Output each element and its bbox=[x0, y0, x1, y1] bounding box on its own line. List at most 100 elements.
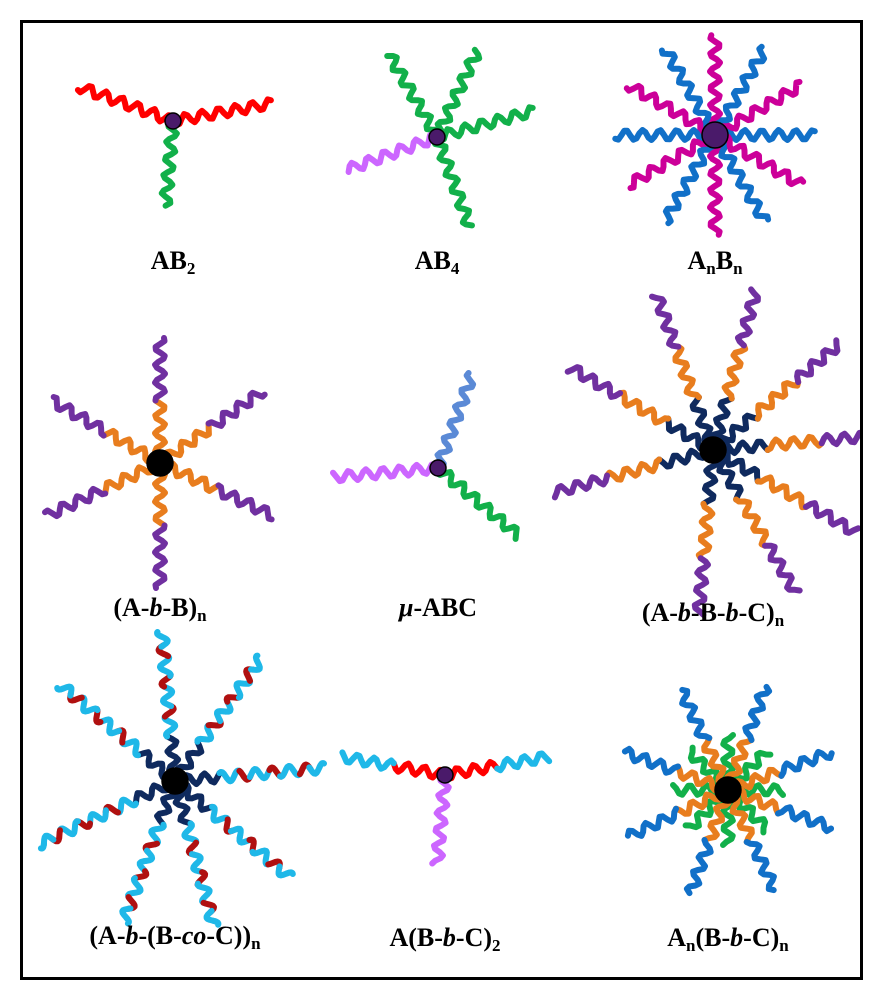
chain-muABC-arm2-seg0 bbox=[330, 460, 441, 485]
label-part: -ABC bbox=[413, 593, 478, 622]
chain-ABbC2-arm0-seg0 bbox=[390, 760, 448, 781]
label-part: b bbox=[725, 598, 739, 627]
chain-AbBn-arm0-seg1 bbox=[152, 335, 168, 404]
label-part: (A- bbox=[113, 593, 150, 622]
chain-AnBbCn-arm13-seg1 bbox=[683, 837, 714, 897]
label-part: A bbox=[687, 246, 707, 275]
label-part: 4 bbox=[450, 259, 460, 278]
chain-AbBcoCn-arm0-block10 bbox=[316, 760, 327, 771]
core-AnBn bbox=[701, 121, 729, 149]
chain-AbBbCn-arm8-seg1 bbox=[754, 474, 809, 511]
core-AbBn bbox=[146, 449, 174, 477]
chain-AnBbCn-arm11-seg1 bbox=[621, 745, 681, 776]
chain-AnBn-arm11-seg0 bbox=[712, 132, 807, 188]
chain-AnBn-arm9-seg0 bbox=[707, 132, 723, 238]
chain-AbBcoCn-arm2-block10 bbox=[154, 629, 165, 640]
chain-AbBcoCn-arm3-block10 bbox=[54, 685, 67, 693]
chain-AbBbCn-arm6-seg1 bbox=[695, 500, 716, 562]
label-part: b bbox=[149, 593, 163, 622]
chain-AbBn-arm4-seg1 bbox=[42, 485, 109, 520]
label-AnBbCn: An(B-b-C)n bbox=[588, 923, 868, 955]
core-muABC bbox=[429, 459, 447, 477]
chain-muABC-arm0-seg0 bbox=[434, 370, 477, 471]
chain-AnBbCn-arm9-seg1 bbox=[742, 683, 773, 743]
chain-ABbC2-arm0-seg1 bbox=[339, 749, 397, 772]
chain-AB2-arm2-seg0 bbox=[158, 118, 180, 209]
label-part: (B- bbox=[695, 923, 731, 952]
chain-AB4-arm4-seg0 bbox=[345, 130, 440, 175]
chain-AnBn-arm7-seg0 bbox=[627, 129, 718, 192]
label-part: (A- bbox=[89, 921, 126, 950]
chain-AbBbCn-arm3-seg2 bbox=[649, 293, 682, 350]
label-part: -C)) bbox=[206, 921, 252, 950]
chain-AnBbCn-arm14-seg1 bbox=[743, 839, 777, 894]
chain-AbBbCn-arm5-seg1 bbox=[604, 456, 663, 483]
chain-AbBcoCn-arm5-block10 bbox=[123, 914, 132, 927]
chain-muABC-arm1-seg0 bbox=[434, 465, 520, 542]
chain-AB2-arm1-seg0 bbox=[170, 96, 274, 128]
chain-AbBcoCn-arm6-block10 bbox=[210, 917, 222, 928]
label-part: co bbox=[181, 921, 207, 950]
label-AbBbCn: (A-b-B-b-C)n bbox=[573, 598, 853, 630]
label-part: b bbox=[730, 923, 744, 952]
label-part: μ bbox=[398, 593, 414, 622]
label-part: b bbox=[677, 598, 691, 627]
core-ABbC2 bbox=[436, 766, 454, 784]
chain-AbBbCn-arm2-seg2 bbox=[734, 286, 761, 349]
chain-ABbC2-arm2-seg0 bbox=[429, 772, 452, 867]
label-part: n bbox=[686, 936, 696, 955]
label-part: AB bbox=[150, 246, 187, 275]
chain-AbBcoCn-arm7-block10 bbox=[283, 869, 296, 877]
label-part: -C) bbox=[738, 598, 775, 627]
label-AB2: AB2 bbox=[33, 246, 313, 278]
core-AB4 bbox=[428, 128, 446, 146]
chain-AbBbCn-arm5-seg2 bbox=[551, 472, 611, 501]
label-part: 2 bbox=[186, 259, 196, 278]
chain-AnBn-arm2-seg0 bbox=[712, 43, 768, 138]
label-part: n bbox=[774, 611, 785, 630]
chain-AbBbCn-arm8-seg2 bbox=[802, 500, 860, 536]
chain-AB4-arm3-seg0 bbox=[430, 134, 475, 229]
label-part: n bbox=[706, 259, 716, 278]
chain-AbBbCn-arm0-seg2 bbox=[818, 429, 860, 448]
label-muABC: μ-ABC bbox=[298, 593, 578, 623]
chain-AbBbCn-arm1-seg1 bbox=[754, 379, 802, 422]
label-part: n bbox=[197, 606, 207, 625]
chain-AbBbCn-arm7-seg2 bbox=[762, 542, 803, 594]
chain-AbBbCn-arm7-seg1 bbox=[733, 496, 769, 549]
label-part: -C) bbox=[455, 923, 493, 952]
chain-AbBn-arm5-seg1 bbox=[50, 394, 107, 439]
chain-AnBbCn-arm10-seg1 bbox=[679, 686, 713, 741]
chain-AnBn-arm4-seg0 bbox=[658, 47, 721, 138]
chain-AnBbCn-arm12-seg1 bbox=[624, 805, 679, 839]
chain-AB4-arm0-seg0 bbox=[384, 53, 443, 140]
label-part: B bbox=[715, 246, 734, 275]
chain-AnBn-arm1-seg0 bbox=[712, 78, 803, 141]
chain-AB4-arm2-seg0 bbox=[434, 104, 536, 144]
chain-AbBbCn-arm0-seg1 bbox=[764, 433, 825, 453]
chain-AbBn-arm2-seg1 bbox=[215, 482, 275, 523]
label-part: b bbox=[442, 923, 456, 952]
label-part: A bbox=[667, 923, 687, 952]
chain-AbBcoCn-arm1-block10 bbox=[252, 652, 261, 665]
chain-AbBcoCn-arm4-block10 bbox=[37, 840, 47, 852]
polymer-architectures-diagram bbox=[37, 32, 860, 928]
label-part: -B) bbox=[162, 593, 198, 622]
chain-AB2-arm0-seg0 bbox=[74, 83, 176, 125]
label-part: (A- bbox=[641, 598, 678, 627]
label-AnBn: AnBn bbox=[575, 246, 855, 278]
chain-AnBbCn-arm8-seg1 bbox=[778, 748, 835, 779]
label-part: b bbox=[125, 921, 139, 950]
label-part: A(B- bbox=[389, 923, 443, 952]
chain-AnBn-arm8-seg0 bbox=[662, 132, 718, 227]
chain-AnBn-arm6-seg0 bbox=[612, 127, 718, 143]
chain-AbBbCn-arm3-seg1 bbox=[672, 343, 702, 401]
chain-AnBn-arm10-seg0 bbox=[709, 132, 772, 223]
chain-AnBn-arm5-seg0 bbox=[623, 82, 718, 138]
label-part: -(B- bbox=[138, 921, 182, 950]
core-AB2 bbox=[164, 112, 182, 130]
chain-AbBbCn-arm2-seg1 bbox=[721, 342, 749, 402]
chain-AnBbCn-arm15-seg1 bbox=[775, 804, 835, 835]
chain-AnBn-arm3-seg0 bbox=[707, 32, 723, 138]
